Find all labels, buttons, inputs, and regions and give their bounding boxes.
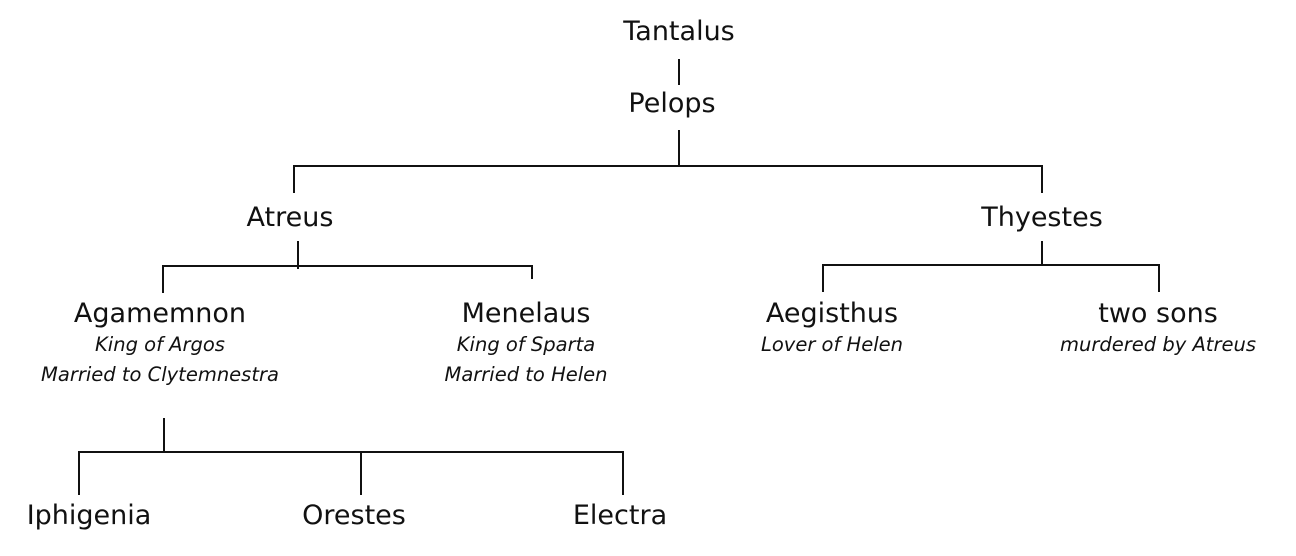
node-name: Atreus [246, 202, 334, 233]
node-name: two sons [1098, 298, 1218, 329]
connector-to-menelaus [531, 265, 533, 279]
node-note: King of Sparta [456, 333, 596, 356]
node-note: Lover of Helen [761, 333, 903, 356]
connector-agamemnon-down [163, 418, 165, 452]
node-note: Married to Helen [444, 363, 608, 386]
connector-to-atreus [293, 165, 295, 193]
node-atreus: Atreus [247, 201, 334, 234]
node-note: King of Argos [95, 333, 225, 356]
node-name: Agamemnon [73, 298, 247, 329]
node-name: Orestes [302, 500, 406, 531]
node-name: Menelaus [461, 298, 591, 329]
node-aegisthus: Aegisthus Lover of Helen [761, 297, 903, 360]
node-name: Thyestes [981, 202, 1103, 233]
connector-atreus-down [297, 241, 299, 269]
node-electra: Electra [573, 499, 667, 532]
connector-pelops-children [293, 165, 1042, 167]
connector-thyestes-down [1041, 241, 1043, 265]
node-name: Iphigenia [26, 500, 152, 531]
connector-agamemnon-children [78, 451, 623, 453]
connector-thyestes-children [822, 264, 1160, 266]
connector-to-electra [622, 451, 624, 495]
node-menelaus: Menelaus King of Sparta Married to Helen [444, 297, 607, 390]
node-note: murdered by Atreus [1060, 333, 1256, 356]
connector-pelops-down [678, 130, 680, 166]
node-orestes: Orestes [302, 499, 406, 532]
connector-to-thyestes [1041, 165, 1043, 193]
node-note: Married to Clytemnestra [41, 363, 279, 386]
connector-to-aegisthus [822, 264, 824, 292]
node-tantalus: Tantalus [623, 15, 735, 48]
connector-to-agamemnon [162, 265, 164, 293]
node-iphigenia: Iphigenia [27, 499, 152, 532]
connector-atreus-children [162, 265, 532, 267]
node-name: Electra [572, 500, 668, 531]
node-agamemnon: Agamemnon King of Argos Married to Clyte… [41, 297, 279, 390]
node-thyestes: Thyestes [981, 201, 1103, 234]
connector-tantalus-pelops [678, 59, 680, 85]
node-name: Pelops [628, 88, 716, 119]
node-name: Tantalus [623, 16, 735, 47]
node-pelops: Pelops [628, 87, 715, 120]
connector-to-two-sons [1158, 264, 1160, 292]
connector-to-orestes [360, 451, 362, 495]
node-two-sons: two sons murdered by Atreus [1060, 297, 1256, 360]
node-name: Aegisthus [765, 298, 899, 329]
connector-to-iphigenia [78, 451, 80, 495]
